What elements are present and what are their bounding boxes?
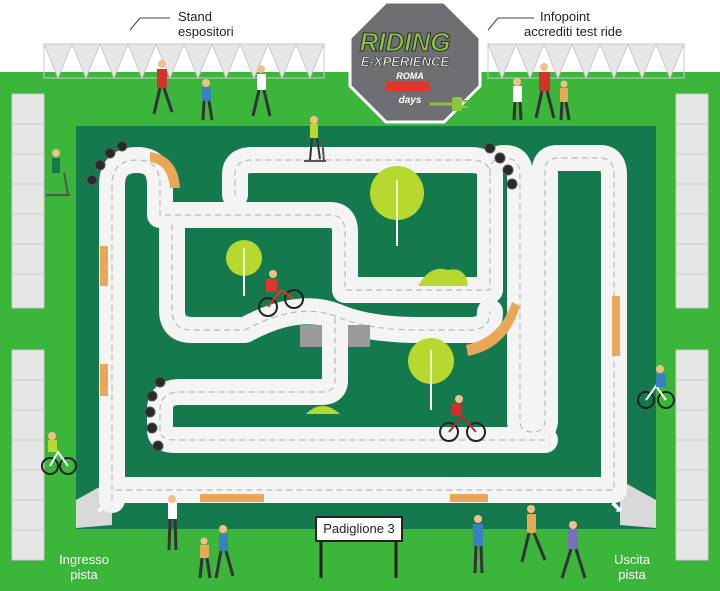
cyclist-lower [439,395,486,442]
logo-roma: ROMA [396,71,424,81]
cyclist-center [258,270,304,317]
stand-leader-line [129,17,170,31]
stand-label-line2: espositori [178,24,234,39]
infopoint-label-line1: Infopoint [540,9,590,24]
stand-label: Stand espositori [178,9,234,39]
logo-days: days [399,95,422,106]
pavilion-label: Padiglione 3 [323,521,395,536]
stand-booths-top-right [487,43,685,80]
scooter-rider-track [304,116,326,162]
test-ride-track [99,145,627,513]
cyclist-right [637,365,675,409]
entry-label-line1: Ingresso [59,552,109,567]
cyclist-left [41,432,77,475]
exit-label-line2: pista [618,567,646,582]
exit-ramp [620,480,656,528]
tire-stacks [86,140,518,452]
track-bumps [100,152,620,502]
stand-label-line1: Stand [178,9,212,24]
infopoint-label-line2: accrediti test ride [524,24,623,39]
stand-booths-right [675,93,709,561]
entry-label: Ingresso pista [54,552,114,582]
plug-icon [452,97,462,111]
pavilion-sign [315,516,403,578]
infopoint-label: Infopoint accrediti test ride [524,9,622,39]
stand-booths-left [11,93,45,561]
riding-experience-logo: RIDING E-XPERIENCE ROMA days [348,0,482,124]
logo-red-band [386,82,430,92]
exit-label: Uscita pista [604,552,660,582]
trees [226,166,468,414]
stand-booths-top-left [43,43,325,80]
logo-title: RIDING [360,27,451,57]
scooter-rider-left [46,149,70,196]
entry-label-line2: pista [70,567,98,582]
logo-subtitle: E-XPERIENCE [361,54,449,69]
bridge [300,325,370,347]
exit-label-line1: Uscita [613,552,651,567]
visitors [152,60,587,579]
infopoint-leader-line [487,17,534,31]
